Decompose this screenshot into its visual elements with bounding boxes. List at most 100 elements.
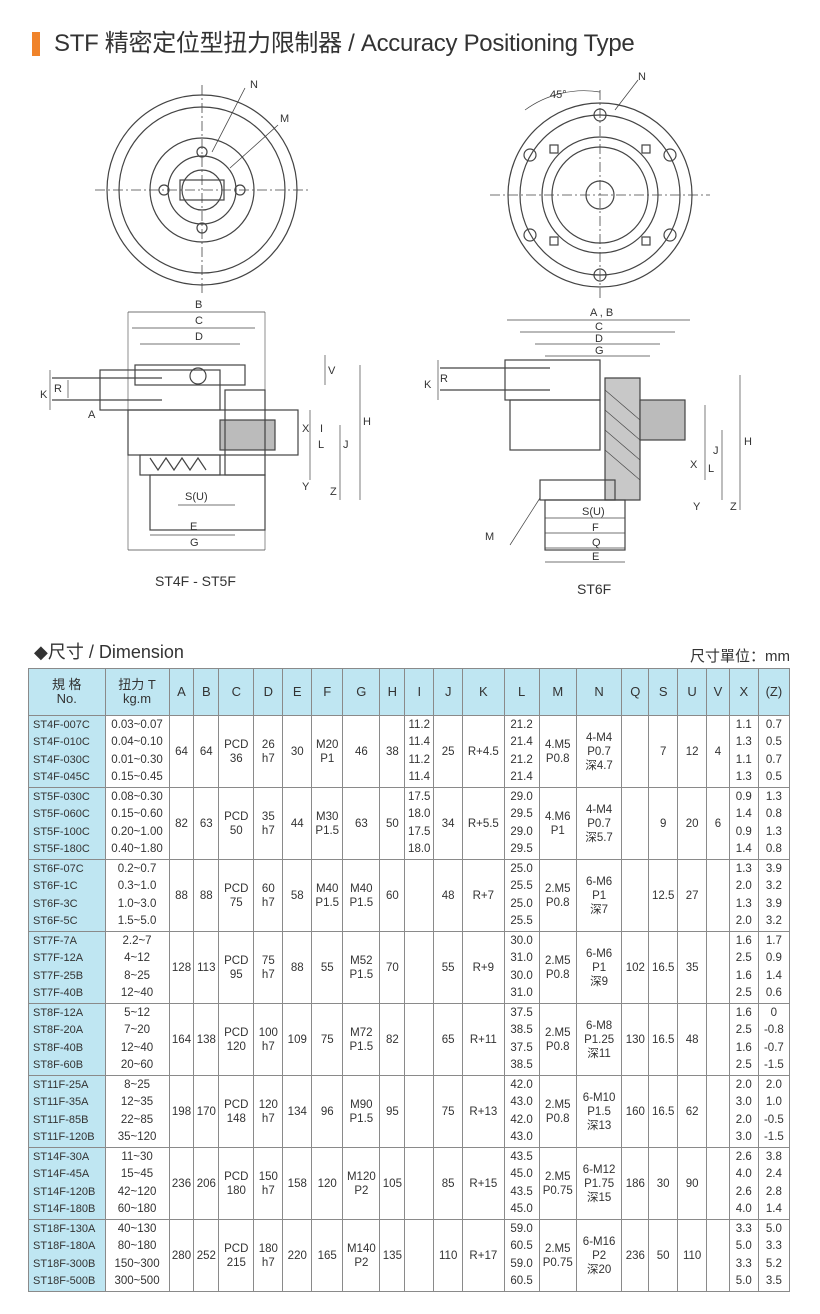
cell-v: [706, 1003, 730, 1076]
label-g-right: G: [595, 345, 604, 357]
cell-k: R+9: [462, 931, 505, 1004]
label-e-right: E: [592, 551, 599, 563]
col-a: A: [168, 668, 195, 716]
cell-b: 170: [193, 1075, 220, 1148]
cell-s: 16.5: [648, 1075, 679, 1148]
cell-i: [404, 1003, 435, 1076]
cell-f: 75: [311, 1003, 344, 1076]
cell-h: 135: [379, 1219, 406, 1292]
label-q-right: Q: [592, 537, 601, 549]
col-e: E: [282, 668, 313, 716]
col-j: J: [433, 668, 464, 716]
cell-q: 102: [621, 931, 650, 1004]
label-c: C: [195, 315, 203, 327]
col-v: V: [706, 668, 730, 716]
cell-g: 63: [342, 787, 381, 860]
label-s-u: S(U): [185, 491, 208, 503]
cell-j: 48: [433, 859, 464, 932]
drawing-caption-right: ST6F: [577, 581, 612, 597]
cell-v: [706, 1147, 730, 1220]
cell-f: 96: [311, 1075, 344, 1148]
label-f-right: F: [592, 522, 599, 534]
cell-b: 252: [193, 1219, 220, 1292]
col-k: K: [462, 668, 505, 716]
label-i: I: [320, 423, 323, 435]
cell-f: 120: [311, 1147, 344, 1220]
cell-b: 64: [193, 715, 220, 788]
label-j: J: [343, 439, 349, 451]
cell-h: 105: [379, 1147, 406, 1220]
cell-s: 50: [648, 1219, 679, 1292]
cell-v: 6: [706, 787, 730, 860]
cell-f: 55: [311, 931, 344, 1004]
cell-j: 65: [433, 1003, 464, 1076]
label-v: V: [328, 365, 336, 377]
cell-i: [404, 931, 435, 1004]
cell-k: R+17: [462, 1219, 505, 1292]
label-m: M: [280, 113, 289, 125]
label-x: X: [302, 423, 310, 435]
cell-k: R+13: [462, 1075, 505, 1148]
cell-j: 75: [433, 1075, 464, 1148]
cell-k: R+4.5: [462, 715, 505, 788]
label-y-right: Y: [693, 501, 701, 513]
cell-a: 64: [168, 715, 195, 788]
label-r: R: [54, 383, 62, 395]
cell-s: 16.5: [648, 931, 679, 1004]
cell-k: R+11: [462, 1003, 505, 1076]
cell-e: 109: [282, 1003, 313, 1076]
cell-s: 16.5: [648, 1003, 679, 1076]
cell-j: 85: [433, 1147, 464, 1220]
cell-j: 110: [433, 1219, 464, 1292]
cell-k: R+7: [462, 859, 505, 932]
cell-q: 186: [621, 1147, 650, 1220]
cell-u: 27: [677, 859, 708, 932]
col-b: B: [193, 668, 220, 716]
cell-e: 88: [282, 931, 313, 1004]
col-m: M: [538, 668, 577, 716]
cell-u: 110: [677, 1219, 708, 1292]
